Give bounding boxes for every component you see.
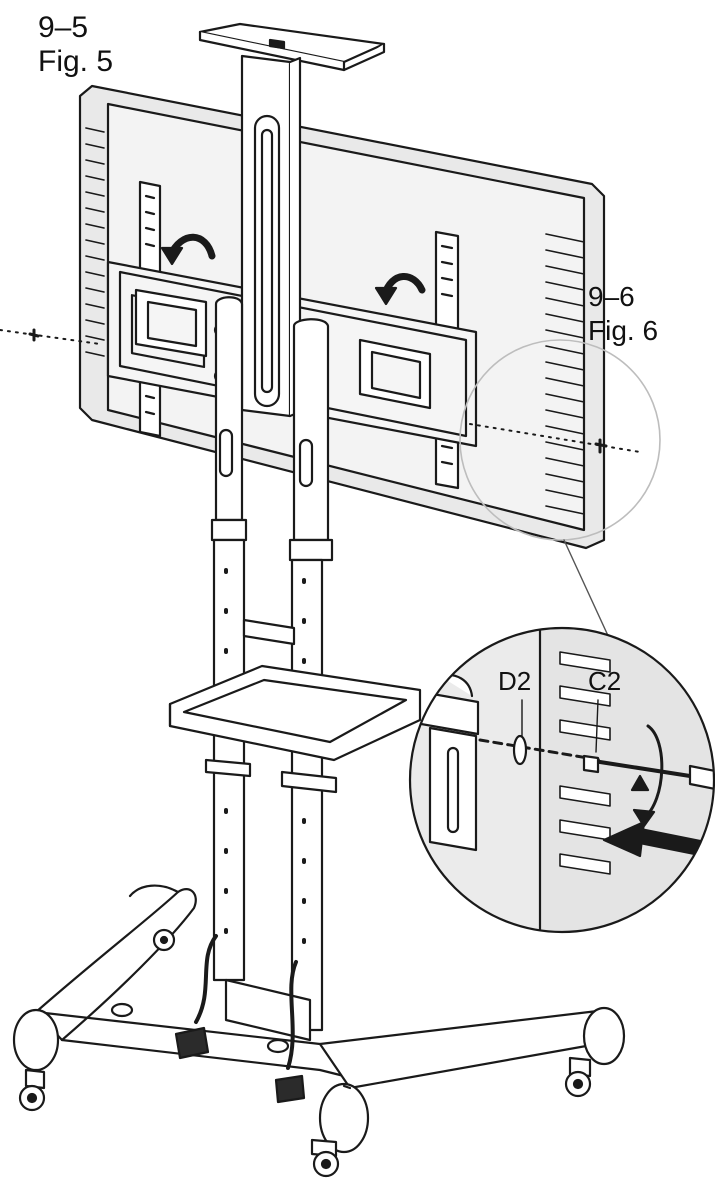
rotate-arrow-left-head-icon [160,246,184,266]
figure-5-step: 9–5 [38,11,89,44]
part-d2-label: D2 [498,666,532,696]
figure-6-label: Fig. 6 [588,315,659,346]
caster-wheel-front-right-icon [564,1056,592,1098]
brake-pedal-right [274,960,306,1104]
crossbar [242,618,296,646]
screw-right-icon [594,438,608,454]
detail-view [408,626,715,934]
right-vents [545,233,585,515]
screw-path-left [0,329,101,345]
screw-path-right [469,423,641,453]
figure-5-label: Fig. 5 [38,45,114,78]
figure-6-step: 9–6 [588,281,635,312]
camera-shelf [198,22,386,72]
part-c2-label: C2 [588,666,622,696]
detail-marker-circle [459,339,661,541]
rotate-arrow-right-head-icon [374,286,398,306]
detail-leader-line [563,539,611,641]
middle-shelf [168,664,422,762]
caster-wheel-rear-left-icon [152,928,176,952]
caster-wheel-front-center-icon [310,1138,340,1178]
center-column [240,54,302,418]
caster-wheel-front-left-icon [18,1068,46,1112]
base [12,884,626,1154]
left-vents [85,127,105,357]
screw-left-icon [28,328,40,342]
brake-pedal-left [174,934,218,1060]
